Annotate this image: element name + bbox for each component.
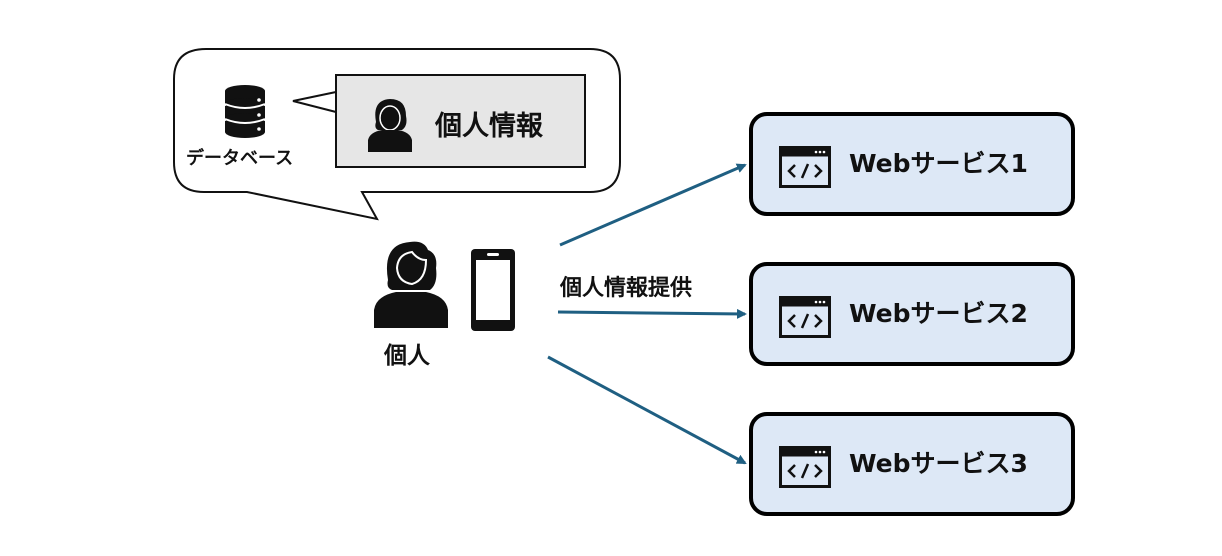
individual-label: 個人 [384,343,430,369]
web-service-3: Webサービス3 [749,412,1075,516]
database-label: データベース [186,148,294,169]
code-window-icon [779,296,831,338]
web-service-2: Webサービス2 [749,262,1075,366]
code-window-icon [779,146,831,188]
code-window-icon [779,446,831,488]
web-service-label: Webサービス1 [849,149,1028,178]
personal-info-label: 個人情報 [435,111,543,142]
smartphone-icon [471,249,515,331]
personal-info-box [335,74,586,168]
web-service-label: Webサービス2 [849,299,1028,328]
flow-label: 個人情報提供 [560,276,693,301]
individual-person-icon [374,241,448,328]
person-icon [368,99,412,152]
database-icon [224,85,266,138]
arrow-to-service-1 [559,163,747,247]
web-service-1: Webサービス1 [749,112,1075,216]
web-service-label: Webサービス3 [849,449,1028,478]
arrow-to-service-3 [547,355,747,465]
info-pointer [292,91,337,113]
arrow-to-service-2 [557,308,747,319]
